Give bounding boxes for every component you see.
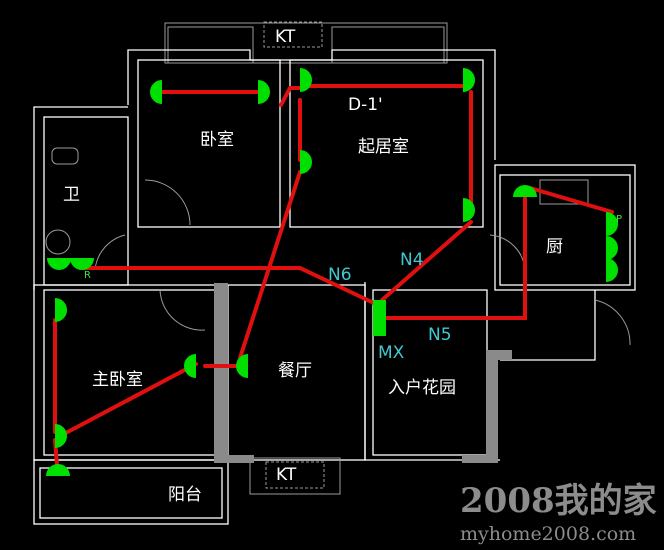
- n5-label: N5: [428, 325, 452, 345]
- outlet-icon: [55, 424, 67, 448]
- room-master-bedroom: 主卧室: [92, 370, 143, 390]
- n6-label: N6: [328, 265, 352, 285]
- outlets: [46, 68, 618, 476]
- outlet-icon: [236, 354, 248, 378]
- drawing-code: D-1': [348, 95, 383, 115]
- kt-top-label: KT: [275, 27, 296, 47]
- outlet-icon: [150, 80, 162, 104]
- outlet-icon: [463, 198, 475, 222]
- outlet-icon: [55, 298, 67, 322]
- outlet-icon: [258, 80, 270, 104]
- outlet-icon: [463, 68, 475, 92]
- room-dining: 餐厅: [278, 361, 312, 381]
- outlet-icon: [70, 258, 94, 270]
- mx-box: [373, 300, 386, 336]
- p-label: P: [616, 214, 622, 225]
- outlet-icon: [606, 212, 618, 236]
- outlet-icon: [300, 68, 312, 92]
- outlet-icon: [184, 354, 196, 378]
- mx-label: MX: [378, 343, 405, 363]
- n4-label: N4: [400, 250, 424, 270]
- room-entrance-garden: 入户花园: [388, 378, 456, 398]
- wiring-lines: [53, 84, 614, 467]
- outlet-icon: [46, 464, 70, 476]
- r-label: R: [84, 270, 91, 281]
- room-kitchen: 厨: [546, 237, 563, 257]
- room-balcony: 阳台: [168, 485, 202, 505]
- outlet-icon: [606, 258, 618, 282]
- outlet-icon: [47, 258, 71, 270]
- room-living: 起居室: [358, 137, 409, 157]
- kt-bottom-label: KT: [276, 465, 297, 485]
- watermark-title: 2008我的家: [460, 481, 657, 521]
- outlet-icon: [606, 236, 618, 260]
- outlet-icon: [513, 185, 537, 197]
- room-bathroom: 卫: [63, 185, 80, 205]
- walls: [33, 21, 636, 525]
- room-bedroom: 卧室: [200, 130, 234, 150]
- outlet-icon: [300, 150, 312, 174]
- watermark-url: myhome2008.com: [460, 523, 636, 545]
